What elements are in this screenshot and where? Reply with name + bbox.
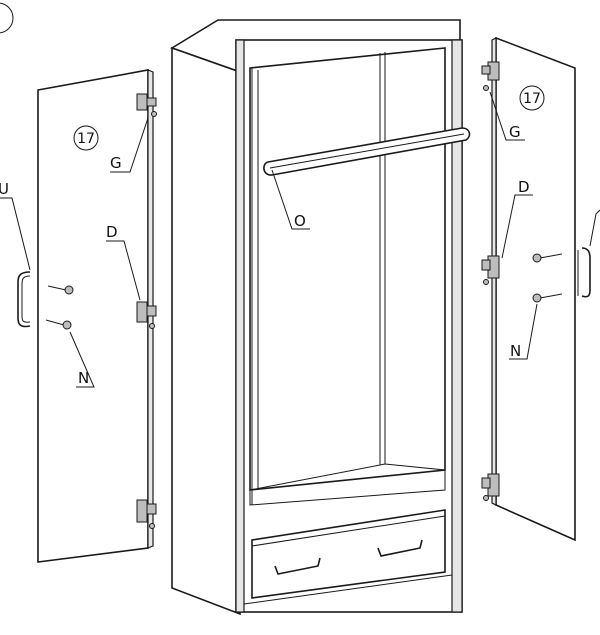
step-circle-partial — [0, 2, 14, 34]
drawer — [251, 509, 446, 599]
svg-text:G: G — [509, 123, 521, 141]
svg-text:N: N — [510, 342, 521, 360]
left-hinge-middle — [136, 301, 157, 329]
svg-text:N: N — [78, 369, 89, 387]
left-hinge-bottom — [136, 499, 157, 529]
right-hinge-bottom — [481, 473, 500, 501]
drawer-handle-left — [274, 557, 321, 575]
right-hinge-middle — [481, 255, 500, 285]
label-N-left: N — [69, 331, 95, 388]
label-N-right: N — [509, 303, 538, 360]
svg-text:D: D — [106, 223, 118, 241]
svg-text:O: O — [294, 212, 306, 230]
svg-text:D: D — [518, 178, 530, 196]
svg-text:U: U — [0, 180, 9, 198]
label-G-left: G — [110, 117, 149, 173]
right-screw-top — [532, 253, 563, 263]
left-part-number: 17 — [73, 125, 99, 151]
left-screw-top — [47, 285, 74, 295]
svg-text:G: G — [110, 154, 122, 172]
label-D-right: D — [501, 178, 533, 259]
left-part-number-text: 17 — [77, 131, 95, 147]
wardrobe-cabinet — [170, 19, 471, 616]
label-G-right: G — [489, 91, 525, 141]
right-screw-bottom — [532, 293, 563, 303]
left-door: 17 — [17, 69, 157, 563]
left-hinge-top — [136, 93, 157, 117]
left-door-handle — [17, 271, 31, 328]
right-hinge-top — [481, 61, 500, 91]
drawer-handle-right — [377, 539, 423, 557]
left-screw-bottom — [45, 319, 72, 330]
label-O: O — [271, 169, 310, 230]
right-part-number-text: 17 — [523, 91, 541, 107]
label-U-right-partial — [589, 209, 600, 247]
hanging-rail — [263, 127, 471, 176]
label-D-left: D — [106, 223, 141, 301]
right-door-handle — [577, 247, 591, 298]
label-U-left: U — [0, 180, 31, 271]
right-door: 17 — [481, 36, 591, 542]
right-part-number: 17 — [519, 85, 545, 111]
